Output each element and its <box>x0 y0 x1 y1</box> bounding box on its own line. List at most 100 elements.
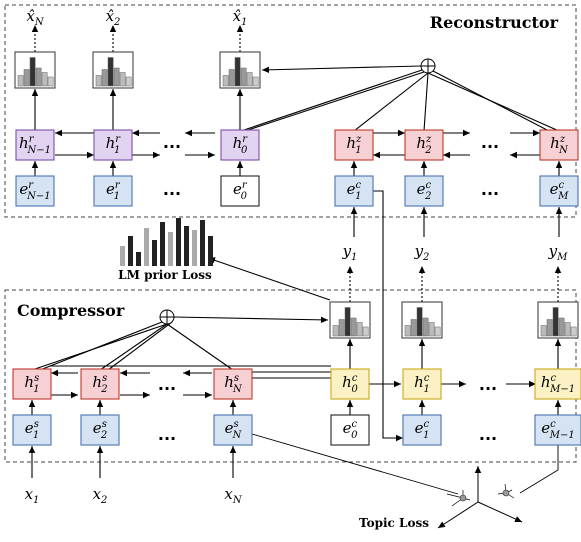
lm-prior-bar <box>120 246 125 266</box>
lm-prior-bar <box>128 236 133 266</box>
lm-prior-loss-label: LM prior Loss <box>118 268 212 282</box>
edge <box>519 445 559 494</box>
hidden-s-2-box <box>213 368 253 400</box>
hidden-r-0-box <box>15 129 55 161</box>
edge <box>423 72 429 132</box>
edge <box>207 257 331 301</box>
y-label-2: yM <box>548 242 568 263</box>
lm-prior-bar <box>200 220 205 266</box>
lm-prior-bar <box>208 236 213 266</box>
hidden-z-0-box <box>334 129 374 161</box>
edge <box>353 72 429 132</box>
compressor-histogram-2-bar <box>540 325 547 337</box>
edge <box>477 501 523 523</box>
output-xhat-1: x̂2 <box>106 7 121 28</box>
recon-z-ellipsis: ... <box>481 133 499 152</box>
topic-point <box>502 489 510 497</box>
compressor-title: Compressor <box>17 301 125 320</box>
edge <box>166 323 234 371</box>
reconstructor-histogram-2-bar <box>234 57 241 87</box>
reconstructor-histogram-2-bar <box>228 69 235 87</box>
reconstructor-histogram-2-bar <box>222 75 229 87</box>
recon-embed-ellipsis: ... <box>163 180 181 199</box>
reconstructor-histogram-0-bar <box>41 72 48 87</box>
reconstructor-histogram-1-bar <box>113 67 120 87</box>
reconstructor-histogram-0-bar <box>29 57 36 87</box>
compressor-histogram-0-bar <box>362 326 369 337</box>
topic-point <box>459 494 467 502</box>
lm-prior-bar <box>192 230 197 266</box>
edge <box>107 321 173 371</box>
edge <box>373 190 403 442</box>
hidden-s-1-box <box>80 368 120 400</box>
embed-c-comp-2-box <box>534 414 581 446</box>
lm-prior-bar <box>176 218 181 266</box>
compressor-histogram-1-bar <box>434 326 441 337</box>
compressor-histogram-0-bar <box>338 319 345 337</box>
reconstructor-histogram-2-bar <box>246 72 253 87</box>
lm-prior-bar <box>136 252 141 266</box>
embed-c-rec-2-box <box>539 175 579 207</box>
embed-s-2-box <box>213 414 253 446</box>
embed-c-comp-0-box <box>330 414 370 446</box>
edge <box>247 71 425 131</box>
embed-r-0-box <box>15 175 55 207</box>
edge <box>261 65 422 74</box>
hidden-c-0-box <box>330 368 370 400</box>
reconstructor-histogram-0-bar <box>35 67 42 87</box>
reconstructor-histogram-1-bar <box>95 75 102 87</box>
output-xhat-2: x̂1 <box>233 7 248 28</box>
input-x-1: x2 <box>93 485 108 506</box>
hidden-c-1-box <box>402 368 442 400</box>
lm-prior-bar <box>184 226 189 266</box>
comp-ec-ellipsis: ... <box>479 425 497 444</box>
compressor-histogram-0-bar <box>350 317 357 337</box>
hidden-c-2-box <box>534 368 581 400</box>
compressor-histogram-1-bar <box>422 317 429 337</box>
hidden-r-2-box <box>220 129 260 161</box>
lm-prior-bar <box>160 222 165 266</box>
embed-c-rec-0-box <box>334 175 374 207</box>
reconstructor-histogram-2-bar <box>240 67 247 87</box>
edge <box>251 433 459 495</box>
compressor-histogram-2-bar <box>570 326 577 337</box>
comp-embed-ellipsis: ... <box>158 425 176 444</box>
compressor-histogram-1-bar <box>404 325 411 337</box>
compressor-histogram-0-bar <box>356 322 363 337</box>
topic-loss-label: Topic Loss <box>359 516 429 530</box>
compressor-histogram-2-bar <box>552 307 559 337</box>
compressor-histogram-2-bar <box>564 322 571 337</box>
edge <box>437 501 479 529</box>
reconstructor-region <box>4 4 577 218</box>
compressor-histogram-1-bar <box>428 322 435 337</box>
reconstructor-histogram-1-bar <box>107 57 114 87</box>
compressor-region <box>4 289 577 463</box>
embed-c-comp-1-box <box>402 414 442 446</box>
reconstructor-title: Reconstructor <box>430 13 559 32</box>
compressor-histogram-1-bar <box>416 307 423 337</box>
reconstructor-histogram-2-bar <box>252 76 259 87</box>
compressor-histogram-2-bar <box>546 319 553 337</box>
edge <box>243 69 423 131</box>
hidden-z-1-box <box>404 129 444 161</box>
reconstructor-histogram-0-bar <box>47 76 54 87</box>
input-x-0: x1 <box>25 485 40 506</box>
hidden-r-1-box <box>93 129 133 161</box>
compressor-histogram-2-bar <box>558 317 565 337</box>
compressor-histogram-1-bar <box>410 319 417 337</box>
reconstructor-histogram-1-bar <box>125 76 132 87</box>
